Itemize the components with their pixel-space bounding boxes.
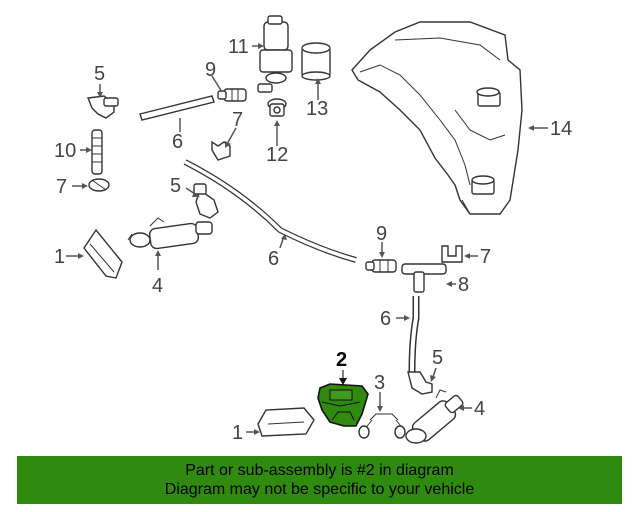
callout-11: 11: [228, 36, 249, 58]
callout-12: 12: [266, 144, 288, 166]
filter-cap: [301, 42, 331, 81]
callout-labels: 11 9 13 5 14 6 7 12 10 7 5 1 4 6 9 7 8 6…: [54, 36, 572, 444]
hose-upper: [139, 95, 215, 121]
clip-left: [88, 178, 110, 192]
clip-right: [441, 245, 463, 263]
banner-line-1: Part or sub-assembly is #2 in diagram: [185, 462, 454, 479]
spring-bracket: [358, 413, 406, 439]
callout-5-mid: 5: [170, 175, 181, 197]
elbow-connector-mid: [193, 183, 219, 219]
callout-10: 10: [54, 140, 76, 162]
ribbed-connector: [91, 129, 103, 175]
callout-4-lower: 4: [474, 398, 485, 420]
t-connector: [401, 263, 447, 293]
leader-lines: [66, 43, 548, 435]
hose-vertical: [408, 296, 420, 373]
washer-reservoir: [351, 21, 523, 215]
callout-13: 13: [306, 98, 328, 120]
callout-9-lower: 9: [376, 223, 387, 245]
nozzle-cover-lower: [257, 407, 315, 437]
callout-3: 3: [374, 372, 385, 394]
callout-2-highlighted: 2: [336, 349, 347, 371]
highlighted-part-2: [317, 383, 369, 427]
callout-8: 8: [458, 274, 469, 296]
parts-diagram: 11 9 13 5 14 6 7 12 10 7 5 1 4 6 9 7 8 6…: [54, 15, 572, 444]
nozzle-cover-upper: [83, 228, 123, 279]
washer-nozzle-lower: [405, 389, 464, 444]
callout-4-upper: 4: [152, 275, 163, 297]
callout-6-upper: 6: [172, 131, 183, 153]
grommet: [267, 98, 287, 117]
check-valve-lower: [365, 259, 397, 273]
callout-7-left: 7: [56, 176, 67, 198]
callout-6-lower: 6: [380, 308, 391, 330]
washer-nozzle-upper: [127, 217, 213, 250]
hose-long: [183, 159, 357, 263]
callout-6-middle: 6: [268, 248, 279, 270]
banner-line-2: Diagram may not be specific to your vehi…: [164, 481, 475, 498]
callout-9-upper: 9: [205, 59, 216, 81]
callout-1-lower: 1: [232, 422, 243, 444]
callout-5-top: 5: [94, 63, 105, 85]
info-banner: Part or sub-assembly is #2 in diagram Di…: [17, 456, 622, 504]
elbow-connector-lower: [407, 371, 433, 395]
callout-1-upper: 1: [54, 246, 65, 268]
washer-pump: [257, 15, 293, 93]
callout-7-right: 7: [480, 246, 491, 268]
callout-7-upper: 7: [232, 109, 243, 131]
callout-14: 14: [550, 118, 572, 140]
elbow-connector-top: [87, 95, 119, 119]
callout-5-lower: 5: [432, 347, 443, 369]
check-valve-upper: [217, 88, 247, 102]
